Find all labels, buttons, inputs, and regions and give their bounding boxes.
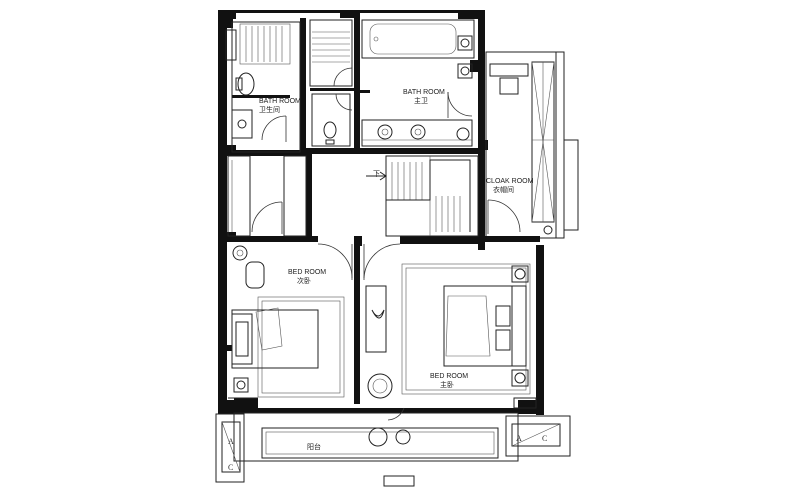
bedroom-master-area: BED ROOM 主卧 [401, 263, 537, 409]
shower-grate [245, 26, 283, 62]
vanity [361, 119, 473, 147]
ac-unit-left: A C [215, 413, 245, 483]
bathtub [361, 19, 475, 59]
balcony-label: 阳台 [307, 442, 321, 451]
bed-second-label-cn: 次卧 [297, 276, 311, 285]
ac-unit-right: A C [505, 415, 571, 457]
basin-icon [410, 124, 426, 140]
ac-right-c: C [542, 434, 547, 443]
cloak-room-area: CLOAK ROOM 衣帽间 [486, 61, 555, 235]
bedroom-second-area: BED ROOM 次卧 [228, 245, 345, 399]
planter [261, 427, 499, 459]
bed-master-label-cn: 主卧 [440, 380, 454, 389]
bath-main-label-cn: 主卫 [414, 96, 428, 105]
bath-left-area: BATH ROOM 卫生间 [225, 21, 301, 153]
bath-left-label-cn: 卫生间 [259, 105, 280, 114]
wardrobe-strip [365, 285, 393, 399]
armchair [367, 373, 393, 399]
bed-master [443, 285, 527, 367]
ac-left-c: C [228, 463, 233, 472]
toilet-icon [237, 72, 255, 96]
rug-master [401, 263, 531, 395]
ac-left-a: A [228, 437, 234, 446]
interior-walls [218, 18, 540, 404]
exterior-walls [218, 10, 579, 415]
bed-master-label-en: BED ROOM [430, 373, 468, 380]
ac-right-a: A [516, 434, 522, 443]
corridor-left [227, 155, 307, 237]
bed-second-label-en: BED ROOM [288, 269, 326, 276]
cloak-label-cn: 衣帽间 [493, 185, 514, 194]
bath-main-area: BATH ROOM 主卫 [361, 19, 475, 147]
corridor-doors [317, 243, 401, 280]
stair-label: 下 [373, 170, 380, 178]
main-stair: 下 [366, 155, 479, 237]
cloak-label-en: CLOAK ROOM [486, 178, 534, 185]
basin-icon [377, 124, 393, 140]
balcony-area: 阳台 [233, 407, 519, 487]
bath-main-label-en: BATH ROOM [403, 89, 445, 96]
bed-second [231, 309, 319, 369]
rug [257, 296, 345, 398]
sink-icon [231, 109, 253, 139]
service-shaft [309, 19, 353, 147]
bath-left-label-en: BATH ROOM [259, 98, 301, 105]
